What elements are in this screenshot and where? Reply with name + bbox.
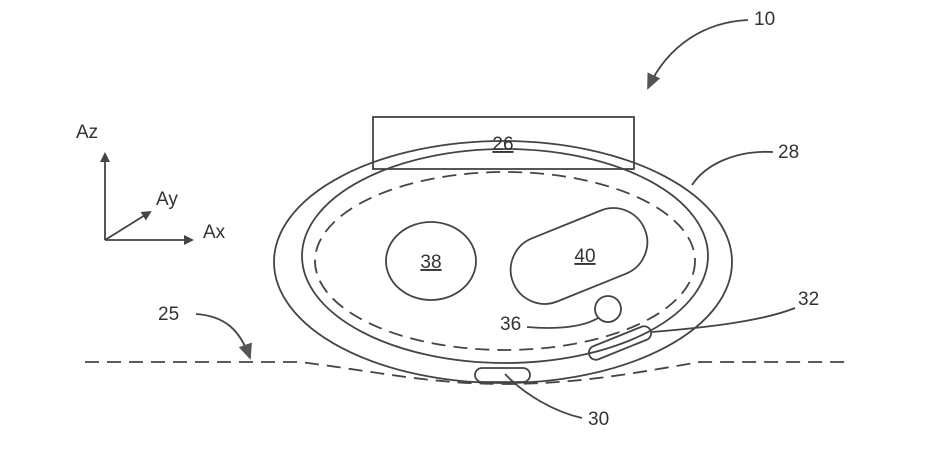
az-label: Az — [76, 122, 98, 143]
housing-26 — [372, 116, 635, 170]
surface-leader — [195, 313, 252, 360]
device-arrow — [647, 19, 749, 90]
sensor-36-leader — [526, 317, 599, 329]
sensor-36 — [594, 295, 622, 323]
housing-label: 26 — [492, 134, 513, 155]
sensor-30-label: 30 — [588, 409, 609, 430]
sensor-32 — [587, 325, 653, 361]
component-40 — [509, 207, 649, 305]
band-leader — [691, 150, 774, 186]
device-label: 10 — [754, 9, 775, 30]
sensor-30-leader — [504, 373, 583, 419]
ax-label: Ax — [203, 222, 226, 243]
inner-band — [301, 148, 709, 364]
component-38-label: 38 — [420, 252, 441, 273]
dashed-boundary — [314, 171, 696, 351]
component-38 — [385, 221, 477, 301]
outer-band — [273, 140, 733, 384]
sensor-36-label: 36 — [500, 314, 521, 335]
sensor-32-leader — [651, 307, 796, 333]
axis-indicator: Az Ay Ax — [76, 122, 226, 245]
ay-arrow — [104, 210, 152, 241]
surface-label: 25 — [158, 304, 179, 325]
surface-line — [85, 361, 852, 385]
sensor-32-label: 32 — [798, 289, 819, 310]
band-label: 28 — [778, 142, 799, 163]
ay-label: Ay — [156, 189, 178, 210]
component-40-label: 40 — [574, 246, 595, 267]
sensor-30 — [474, 367, 531, 383]
